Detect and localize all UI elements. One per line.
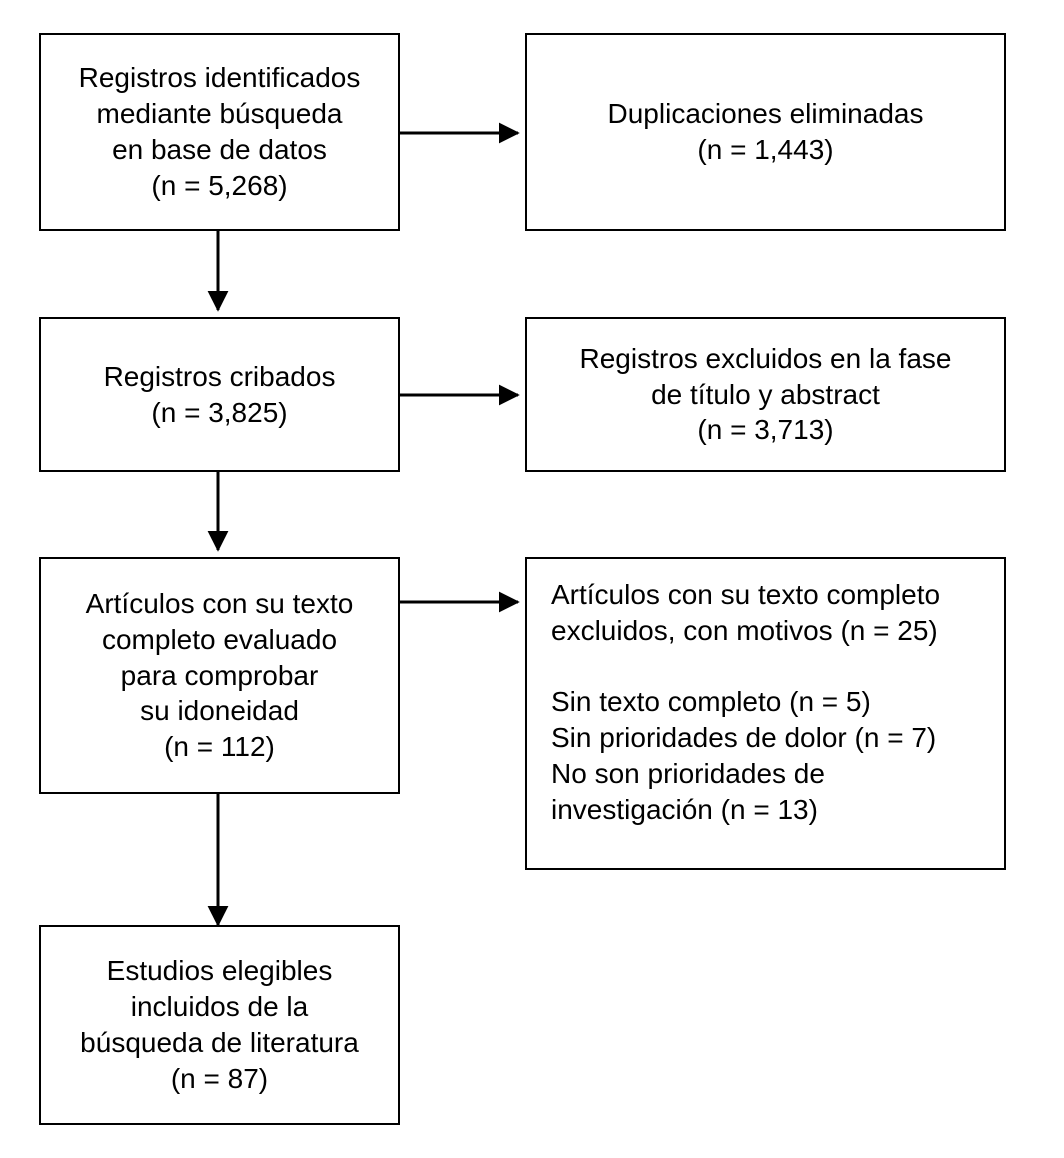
box-studies-included-text: Estudios elegibles incluidos de la búsqu… <box>80 955 359 1094</box>
box-records-excluded-screening-text: Registros excluidos en la fase de título… <box>579 342 952 446</box>
box-fulltext-excluded-text: Artículos con su texto completo excluido… <box>551 579 941 825</box>
box-records-screened: Registros cribados (n = 3,825) <box>39 317 400 472</box>
box-fulltext-assessed: Artículos con su texto completo evaluado… <box>39 557 400 794</box>
box-records-excluded-screening: Registros excluidos en la fase de título… <box>525 317 1006 472</box>
box-duplicates-removed-text: Duplicaciones eliminadas (n = 1,443) <box>607 98 924 165</box>
box-fulltext-excluded: Artículos con su texto completo excluido… <box>525 557 1006 870</box>
box-fulltext-assessed-text: Artículos con su texto completo evaluado… <box>85 587 354 763</box>
box-records-identified: Registros identificados mediante búsqued… <box>39 33 400 231</box>
box-duplicates-removed: Duplicaciones eliminadas (n = 1,443) <box>525 33 1006 231</box>
box-studies-included: Estudios elegibles incluidos de la búsqu… <box>39 925 400 1125</box>
box-records-screened-text: Registros cribados (n = 3,825) <box>103 360 336 428</box>
box-records-identified-text: Registros identificados mediante búsqued… <box>78 62 361 201</box>
